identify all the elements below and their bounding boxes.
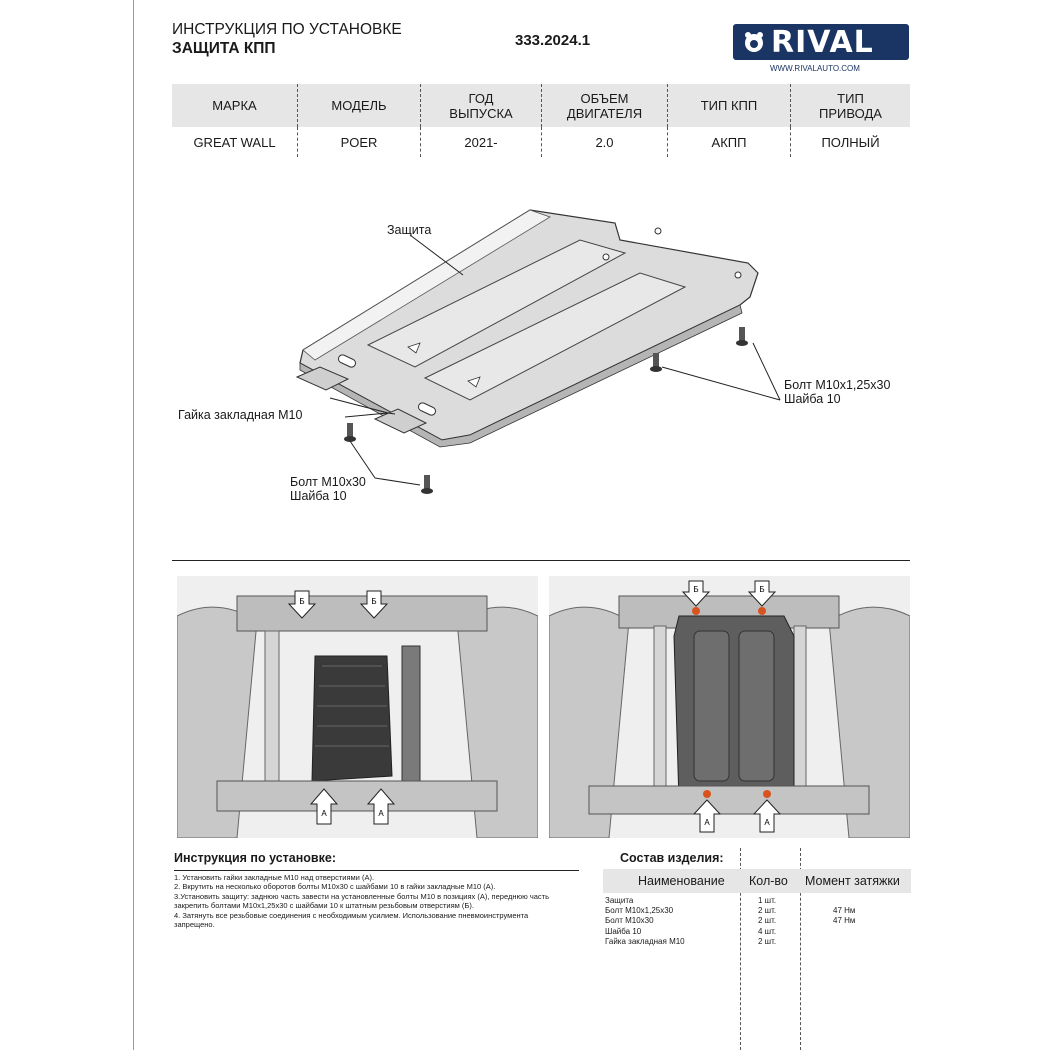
composition-torque: 47 Нм 47 Нм (833, 906, 856, 926)
svg-text:А: А (378, 809, 384, 818)
svg-text:Б: Б (693, 585, 698, 594)
spec-header: ТИП КПП (667, 84, 791, 127)
exploded-diagram: Защита Гайка закладная М10 Болт М10х1,25… (170, 195, 910, 525)
label-bolt-right: Болт М10х1,25х30 Шайба 10 (784, 378, 891, 406)
instructions-heading: Инструкция по установке: (174, 851, 336, 865)
instructions-list: 1. Установить гайки закладные М10 над от… (174, 873, 564, 929)
photo-before-install: Б Б А А (177, 576, 538, 838)
spec-value: GREAT WALL (172, 127, 298, 157)
marker-b-1: Б (287, 590, 317, 619)
svg-text:А: А (321, 809, 327, 818)
svg-text:А: А (764, 818, 770, 827)
title-line-2: ЗАЩИТА КПП (172, 40, 276, 57)
bolt-right-1 (736, 327, 748, 346)
spec-value: ПОЛНЫЙ (821, 134, 880, 150)
col-header-torque: Момент затяжки (805, 874, 900, 888)
guard-drawing (295, 209, 781, 494)
bear-emblem-icon (741, 29, 767, 55)
composition-names: Защита Болт М10х1,25х30 Болт М10х30 Шайб… (605, 896, 685, 946)
page-margin-line (133, 0, 134, 1050)
svg-text:А: А (704, 818, 710, 827)
label-guard: Защита (387, 223, 432, 237)
rival-logo: RIVAL (733, 24, 909, 60)
spec-header: МОДЕЛЬ (297, 84, 421, 127)
label-bolt-left: Болт М10х30 Шайба 10 (290, 475, 366, 503)
col-header-qty: Кол-во (749, 874, 788, 888)
svg-text:Б: Б (759, 585, 764, 594)
marker-b-2: Б (359, 590, 389, 619)
composition-qty: 1 шт. 2 шт. 2 шт. 4 шт. 2 шт. (758, 896, 777, 946)
transmission (311, 655, 393, 782)
composition-heading: Состав изделия: (620, 851, 724, 865)
product-code: 333.2024.1 (515, 32, 591, 49)
spec-header: ГОД ВЫПУСКА (420, 84, 542, 127)
logo-url: WWW.RIVALAUTO.COM (770, 64, 860, 73)
marker-a-3: А (692, 799, 722, 833)
composition-header-row (603, 869, 911, 893)
marker-a-2: А (366, 788, 396, 825)
marker-a-1: А (309, 788, 339, 825)
bolt-right-2 (650, 353, 662, 372)
col-header-name: Наименование (638, 874, 725, 888)
bolt-left-2 (421, 475, 433, 494)
vehicle-spec-table: МАРКА МОДЕЛЬ ГОД ВЫПУСКА ОБЪЕМ ДВИГАТЕЛЯ… (172, 84, 910, 157)
instruction-step: 4. Затянуть все резьбовые соединения с н… (174, 910, 529, 930)
spec-value: 2.0 (541, 127, 668, 157)
column-divider (800, 848, 801, 1050)
title-line-1: ИНСТРУКЦИЯ ПО УСТАНОВКЕ (172, 21, 402, 38)
spec-header: ТИП ПРИВОДА (790, 84, 910, 127)
marker-a-4: А (752, 799, 782, 833)
instructions-underline (174, 870, 579, 871)
spec-value: АКПП (667, 127, 791, 157)
svg-text:Б: Б (371, 597, 376, 606)
instruction-step: 3.Установить защиту: заднюю часть завест… (174, 891, 549, 911)
photo-after-install: Б Б А А (549, 576, 910, 838)
section-divider (172, 560, 910, 561)
spec-header: ОБЪЕМ ДВИГАТЕЛЯ (541, 84, 668, 127)
logo-text: RIVAL (771, 24, 874, 60)
spec-value: 2021- (420, 127, 542, 157)
marker-b-4: Б (747, 580, 777, 607)
document-title: ИНСТРУКЦИЯ ПО УСТАНОВКЕ ЗАЩИТА КПП (172, 20, 402, 58)
spec-header: МАРКА (172, 84, 298, 127)
instruction-step: 1. Установить гайки закладные М10 над от… (174, 873, 375, 882)
marker-b-3: Б (681, 580, 711, 607)
label-weld-nut: Гайка закладная М10 (178, 408, 303, 422)
weld-nut-2 (373, 408, 428, 434)
instruction-step: 2. Вкрутить на несколько оборотов болты … (174, 882, 496, 892)
rib-left (366, 239, 627, 368)
column-divider (740, 848, 741, 1050)
rib-right (423, 272, 687, 401)
weld-nut-1 (295, 366, 350, 391)
bolt-left-1 (344, 423, 356, 442)
svg-text:Б: Б (299, 597, 304, 606)
spec-value: POER (297, 127, 421, 157)
